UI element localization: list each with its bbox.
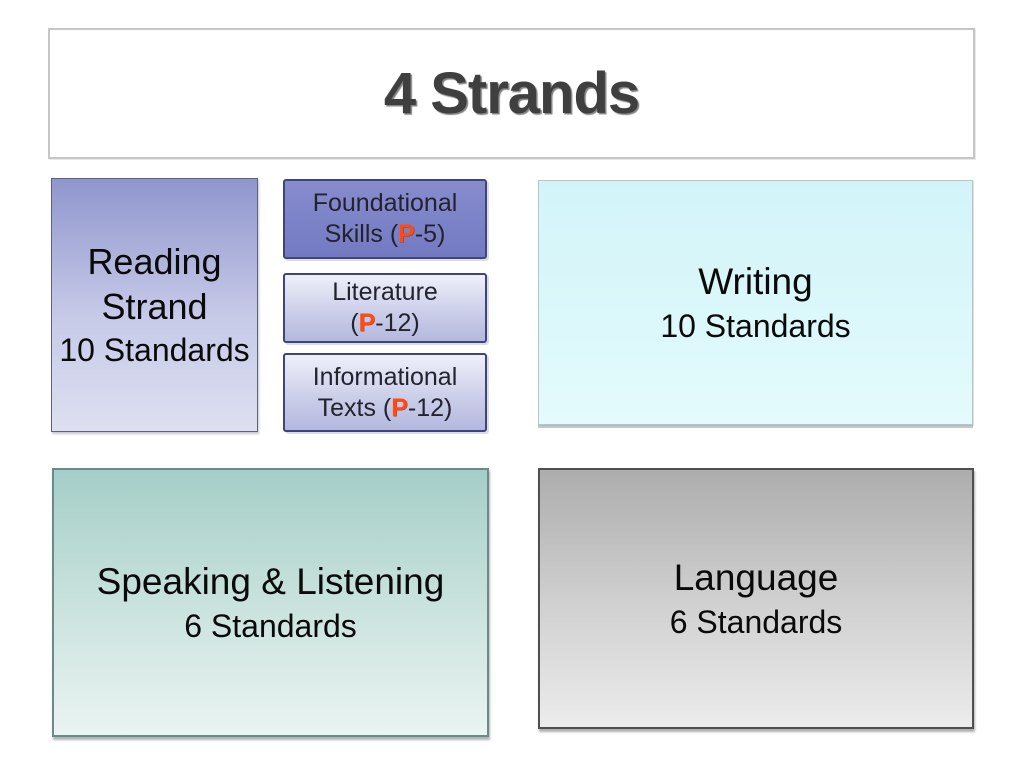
literature-line1: Literature bbox=[332, 278, 438, 306]
language-standards-count: 6 Standards bbox=[669, 603, 843, 640]
foundational-skills-line1: Foundational bbox=[312, 189, 458, 217]
speaking-listening-label: Speaking & Listening bbox=[96, 560, 445, 602]
informational-texts-line1: Informational bbox=[312, 362, 458, 391]
title-box: 4 Strands bbox=[48, 28, 975, 159]
p-grade-accent: P bbox=[358, 309, 376, 337]
reading-strand-label-line1: Reading bbox=[87, 241, 222, 282]
speaking-listening-strand-box: Speaking & Listening 6 Standards bbox=[52, 468, 489, 737]
foundational-skills-line2: Skills (P-5) bbox=[324, 220, 446, 248]
speaking-listening-standards-count: 6 Standards bbox=[184, 607, 357, 644]
language-strand-box: Language 6 Standards bbox=[538, 468, 974, 729]
writing-standards-count: 10 Standards bbox=[660, 307, 851, 344]
p-grade-accent: P bbox=[398, 220, 415, 248]
language-label: Language bbox=[673, 556, 839, 598]
literature-box: Literature (P-12) bbox=[283, 273, 487, 343]
foundational-skills-box: Foundational Skills (P-5) bbox=[283, 179, 487, 259]
reading-strand-label-line2: Strand bbox=[101, 286, 208, 327]
literature-line2: (P-12) bbox=[350, 309, 420, 337]
writing-label: Writing bbox=[698, 260, 813, 302]
reading-strand-box: Reading Strand 10 Standards bbox=[51, 178, 258, 432]
slide-title: 4 Strands bbox=[383, 61, 640, 126]
p-grade-accent: P bbox=[391, 393, 408, 422]
writing-strand-box: Writing 10 Standards bbox=[538, 180, 973, 425]
informational-texts-line2: Texts (P-12) bbox=[317, 393, 453, 422]
reading-standards-count: 10 Standards bbox=[59, 332, 250, 368]
informational-texts-box: Informational Texts (P-12) bbox=[283, 353, 487, 432]
